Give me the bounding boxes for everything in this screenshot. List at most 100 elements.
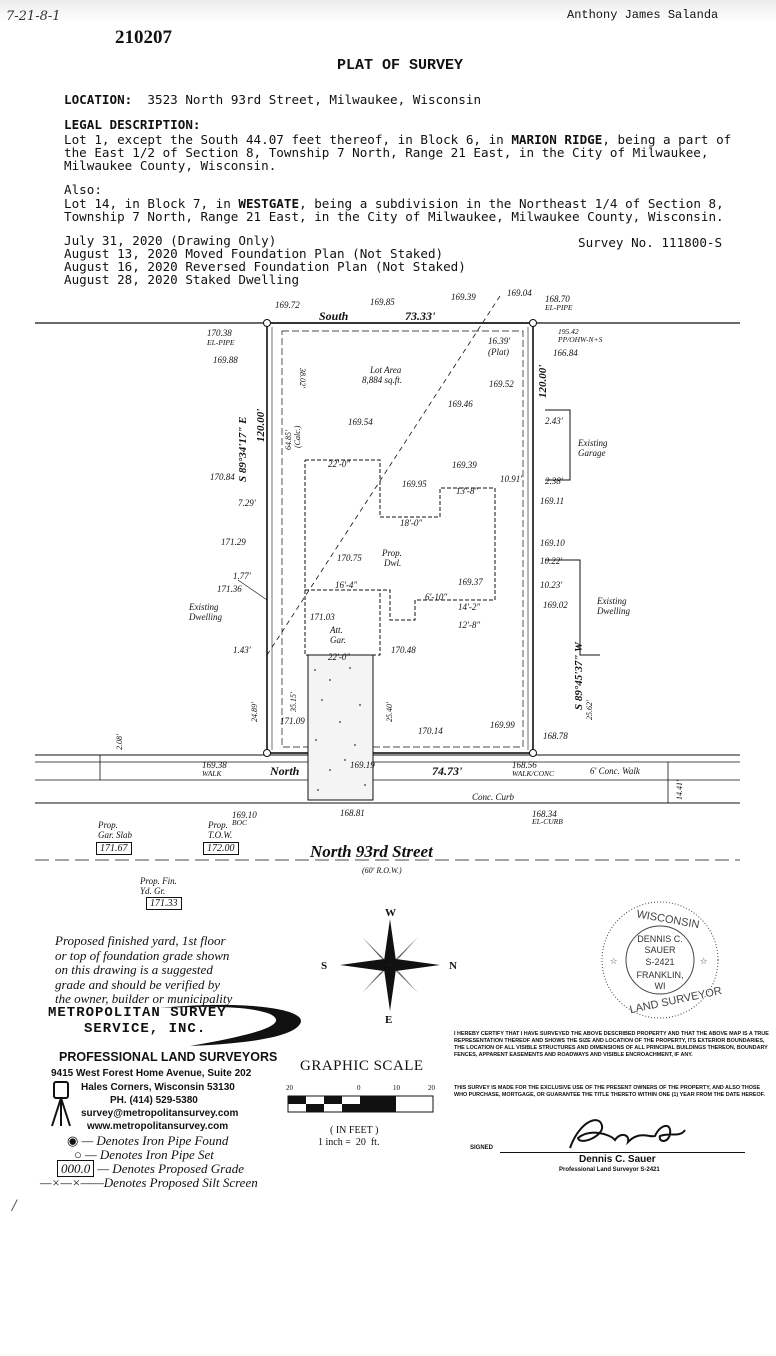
elevation: 169.95 (402, 479, 427, 489)
elevation: 168.34 (532, 809, 557, 819)
seal-city: FRANKLIN, WI (636, 970, 684, 991)
scale-title: GRAPHIC SCALE (300, 1058, 424, 1074)
legal-p1-line1: Lot 1, except the South 44.07 feet there… (64, 132, 731, 147)
handwritten-date: 7-21-8-1 (6, 9, 61, 24)
subdivision-name: MARION RIDGE (511, 132, 603, 147)
legal-text: Lot 1, except the South 44.07 feet there… (64, 132, 512, 147)
elevation: 169.04 (507, 288, 532, 298)
elevation: 169.02 (543, 600, 568, 610)
north-dimension: 74.73' (432, 764, 463, 778)
elevation: 169.54 (348, 417, 373, 427)
legal-also: Also: (64, 182, 102, 197)
dimension: 38.02' (298, 367, 307, 388)
east-dimension: 120.00' (537, 365, 549, 398)
revision-4: August 28, 2020 Staked Dwelling (64, 272, 300, 287)
dimension: 13'-8" (456, 486, 478, 496)
firm-phone: PH. (414) 529-5380 (110, 1095, 198, 1106)
pp-label: PP/OHW-N+S (557, 335, 603, 344)
compass-n: N (449, 960, 457, 972)
legal-heading: LEGAL DESCRIPTION: (64, 117, 201, 132)
elevation: 169.37 (458, 577, 483, 587)
elevation: 169.11 (540, 496, 564, 506)
dimension: 18'-0" (400, 518, 422, 528)
lot-area-label: Lot Area (369, 365, 402, 375)
conc-curb: Conc. Curb (472, 792, 515, 802)
dimension: 2.08' (115, 734, 124, 750)
dimension: 35.15' (289, 692, 298, 713)
prop-tow-value: 172.00 (203, 842, 239, 855)
existing-garage-2: Garage (578, 448, 606, 458)
survey-number: Survey No. 111800-S (578, 235, 723, 250)
dimension: 25.40' (385, 702, 394, 722)
signature-line (500, 1152, 745, 1153)
el-pipe-east: EL-PIPE (544, 303, 573, 312)
conc-walk: 6' Conc. Walk (590, 766, 641, 776)
dimension: 22'-0" (328, 652, 350, 662)
dimension: 24.89' (250, 702, 259, 722)
scale-ratio: 1 inch = 20 ft. (318, 1137, 380, 1148)
elevation: 169.99 (490, 720, 515, 730)
silt-screen-icon: —×—×— (40, 1175, 93, 1190)
existing-dwelling-west: Existing (188, 602, 219, 612)
location-value: 3523 North 93rd Street, Milwaukee, Wisco… (147, 92, 482, 107)
legal-p1-line3: Milwaukee County, Wisconsin. (64, 158, 277, 173)
elevation: 170.48 (391, 645, 416, 655)
dimension: 22'-0" (328, 459, 350, 469)
dimension: (Calc.) (293, 425, 302, 448)
dimension: 12'-8" (458, 620, 480, 630)
street-row: (60' R.O.W.) (362, 866, 402, 875)
elevation: 171.09 (280, 716, 305, 726)
dimension: 64.85' (284, 430, 293, 450)
elevation: 169.19 (350, 760, 375, 770)
north-label: North (269, 764, 300, 778)
legal-text: , being a part of (602, 132, 732, 147)
elevation: 169.39 (452, 460, 477, 470)
iron-pipes (263, 319, 537, 757)
seal-license: S-2421 (645, 957, 675, 967)
scale-tick: 20 (428, 1084, 436, 1092)
prop-dwl-label-2: Dwl. (383, 558, 401, 568)
grade-box: 000.0 (57, 1160, 95, 1177)
firm-email: survey@metropolitansurvey.com (81, 1108, 239, 1119)
elevation: 169.39 (451, 292, 476, 302)
elevation: 169.38 (202, 760, 227, 770)
graphic-scale-bar: 20 0 10 20 (286, 1084, 436, 1113)
elevation: 170.14 (418, 726, 443, 736)
prop-gar-slab-label: Prop. Gar. Slab (98, 820, 133, 840)
elevation: 169.72 (275, 300, 300, 310)
elevation: 168.81 (340, 808, 365, 818)
plat-word: (Plat) (488, 347, 509, 357)
elevation: 168.78 (543, 731, 568, 741)
star-icon: ☆ (700, 953, 707, 967)
location-line: LOCATION: 3523 North 93rd Street, Milwau… (64, 92, 481, 107)
compass-s: S (321, 960, 327, 972)
dimension: 1.43' (233, 645, 252, 655)
elevation: 168.70 (545, 294, 570, 304)
scale-tick: 10 (393, 1084, 401, 1092)
att-gar-label: Att. (329, 625, 343, 635)
dimension: 16'-4" (335, 580, 357, 590)
signer-title: Professional Land Surveyor S-2421 (559, 1167, 660, 1173)
firm-city: Hales Corners, Wisconsin 53130 (81, 1082, 235, 1093)
att-gar-label-2: Gar. (330, 635, 346, 645)
compass-rose: W E S N (321, 907, 457, 1025)
dimension: 14.41' (675, 780, 684, 800)
revision-1: July 31, 2020 (Drawing Only) (64, 233, 277, 248)
boc-label: BOC (232, 818, 248, 827)
plat-dimension: 16.39' (488, 336, 511, 346)
legal-text: Lot 14, in Block 7, in (64, 196, 239, 211)
elevation: 170.84 (210, 472, 235, 482)
lot-area-value: 8,884 sq.ft. (362, 375, 402, 385)
elevation: 171.29 (221, 537, 246, 547)
document-number: 210207 (115, 27, 172, 48)
scan-header-band (0, 0, 776, 22)
existing-dwelling-west-2: Dwelling (188, 612, 222, 622)
prop-dwl-label: Prop. (381, 548, 402, 558)
location-label: LOCATION: (64, 92, 133, 107)
prop-gar-slab-value: 171.67 (96, 842, 132, 855)
elevation: 170.38 (207, 328, 232, 338)
el-pipe-west: EL-PIPE (206, 338, 235, 347)
iron-pipe-found-icon: ◉ (67, 1133, 79, 1148)
seal-name: DENNIS C. SAUER (637, 934, 683, 955)
legend-grade: 000.0 — Denotes Proposed Grade (57, 1160, 244, 1177)
